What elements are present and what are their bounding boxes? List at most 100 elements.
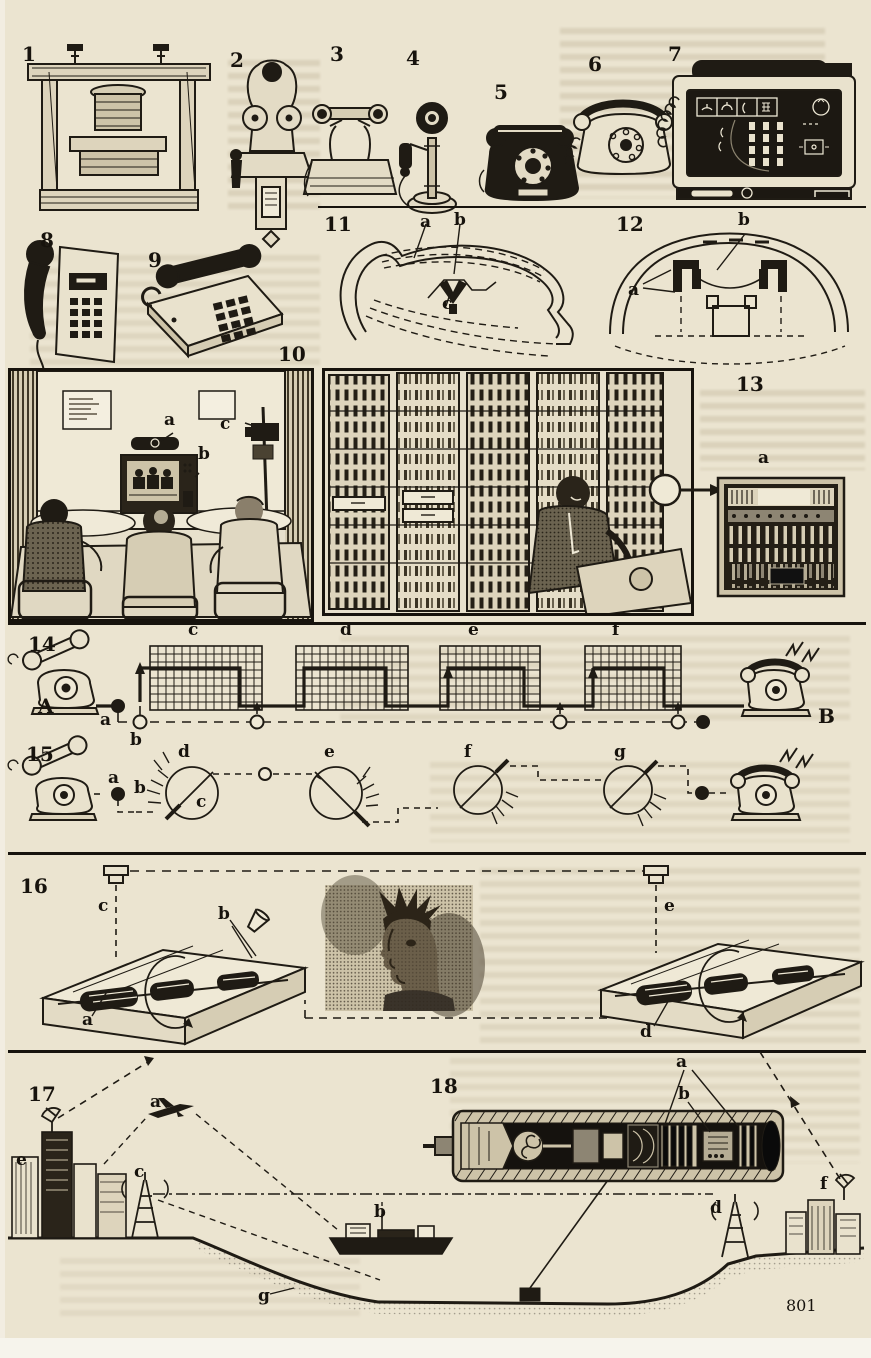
- exchange-grids: [149, 645, 682, 711]
- keypad: [212, 295, 257, 343]
- fig14-label-a: a: [100, 710, 112, 730]
- fig9-number: 9: [148, 248, 162, 272]
- fig15-label-f: f: [464, 742, 472, 762]
- fig14-label-c: c: [188, 620, 199, 640]
- ringing-marks: [779, 747, 814, 769]
- fig13-label-a: a: [758, 448, 770, 468]
- carbon-microphone: [439, 280, 467, 314]
- fig12-label-a: a: [628, 280, 640, 300]
- fig17-18-longdistance-links: [8, 1051, 865, 1316]
- fig14-label-B: B: [818, 704, 835, 728]
- participant: [17, 499, 103, 619]
- fig8-wall-payphone: [23, 240, 120, 374]
- fig13-circuit-panel: [716, 476, 846, 598]
- fig13-telephone-exchange-scene: [322, 368, 694, 616]
- keypad: [70, 298, 102, 338]
- fig15-label-c: c: [196, 792, 207, 812]
- circuit-module: [702, 1130, 734, 1162]
- repeater-e: [309, 766, 380, 828]
- satellite-dish: [40, 1107, 62, 1132]
- fig8-number: 8: [40, 228, 54, 252]
- fig16-label-b: b: [218, 904, 230, 924]
- drum-recorder-left: [39, 945, 309, 1046]
- fig4-number: 4: [406, 46, 420, 70]
- transducer-magnets: [673, 260, 787, 292]
- fig10-number: 10: [278, 342, 306, 366]
- repeater-d: [146, 751, 219, 821]
- fig18-label-d: d: [710, 1198, 722, 1218]
- fig14-label-d: d: [340, 620, 352, 640]
- bleed-through-text: [700, 390, 865, 470]
- press-screws: [67, 44, 169, 64]
- fig18-submarine-repeater-cutaway: [423, 1109, 785, 1183]
- fig6-rotary-telephone: [563, 99, 673, 176]
- fig16-number: 16: [20, 874, 48, 898]
- airplane: [148, 1098, 194, 1118]
- fig13-number: 13: [736, 372, 764, 396]
- fig3-number: 3: [330, 42, 344, 66]
- section-rule: [8, 852, 866, 855]
- section-rule: [318, 206, 866, 208]
- telephone-b: [740, 641, 820, 717]
- participant: [121, 505, 199, 619]
- participant: [209, 495, 287, 619]
- fig14-number: 14: [28, 632, 56, 656]
- fig11-label-a: a: [420, 212, 432, 232]
- fig16-portrait: [321, 875, 485, 1017]
- fig14-label-f: f: [612, 620, 620, 640]
- fig16-label-c: c: [98, 896, 109, 916]
- fig9-pushbutton-telephone: [141, 244, 284, 359]
- fig14-label-b: b: [130, 730, 142, 750]
- seabed-repeater-box: [519, 1287, 541, 1302]
- receiver: [230, 149, 243, 188]
- fig18-number: 18: [430, 1074, 458, 1098]
- cable-ship: [328, 1214, 454, 1255]
- signal-funnel: [246, 908, 271, 933]
- magnifier-callout: [648, 473, 723, 507]
- fig6-number: 6: [588, 52, 602, 76]
- fig12-number: 12: [616, 212, 644, 236]
- repeater-f: [453, 758, 519, 825]
- fig11-number: 11: [324, 212, 352, 236]
- dashed-trunk-line: [111, 699, 710, 730]
- fig4-candlestick-telephone: [398, 102, 457, 214]
- fig1-early-telephone-apparatus: [27, 44, 211, 211]
- page-number: 801: [786, 1296, 817, 1315]
- fig17-label-b: b: [374, 1202, 386, 1222]
- ringing-marks: [785, 641, 820, 663]
- test-console: [575, 547, 691, 613]
- fig12-handset-cross-section: [609, 232, 849, 365]
- camera: [245, 406, 279, 522]
- fig1-number: 1: [22, 42, 36, 66]
- fig16-label-a: a: [82, 1010, 94, 1030]
- fig15-label-b: b: [134, 778, 146, 798]
- fig3-desk-telephone: [302, 104, 398, 197]
- section-rule: [8, 622, 866, 625]
- keypad: [749, 122, 783, 166]
- fig16-drum-apparatus: [39, 865, 865, 1046]
- ring-stack: [660, 1124, 698, 1168]
- function-icon-strip: [696, 97, 830, 117]
- fig10-label-c: c: [220, 414, 231, 434]
- overhead-sounder: [103, 865, 669, 884]
- radio-tower: [121, 1172, 169, 1239]
- fig10-label-a: a: [164, 410, 176, 430]
- card-drawers: [332, 490, 454, 523]
- fig17-label-g: g: [258, 1286, 270, 1306]
- fig15-label-g: g: [614, 742, 626, 762]
- scan-margin: [0, 0, 5, 1358]
- fig14-label-A: A: [38, 694, 54, 718]
- scan-margin: [0, 1338, 871, 1358]
- fig17-number: 17: [28, 1082, 56, 1106]
- fig11-handset-cross-section: [339, 223, 574, 357]
- fig15-label-e: e: [324, 742, 335, 762]
- fig12-label-b: b: [738, 210, 750, 230]
- fig18-label-b: b: [678, 1084, 690, 1104]
- fig16-label-e: e: [664, 896, 675, 916]
- fig10-label-b: b: [198, 444, 210, 464]
- fig2-number: 2: [230, 48, 244, 72]
- fig7-pushbutton-terminal: [656, 60, 856, 200]
- fig14-wired-connection-diagram: [7, 629, 820, 730]
- fig17-label-c: c: [134, 1162, 145, 1182]
